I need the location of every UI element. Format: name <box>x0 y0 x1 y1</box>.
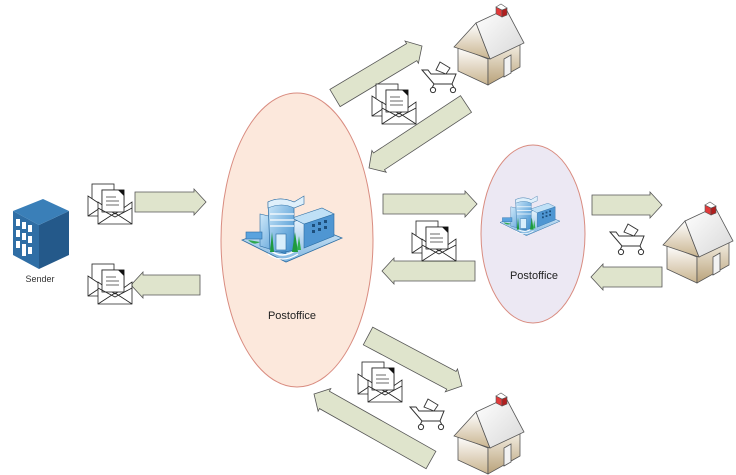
mail-cart-icon <box>409 398 445 431</box>
letters-icon <box>87 183 133 225</box>
letters-icon <box>87 263 133 305</box>
letters-icon <box>411 220 457 262</box>
house-top-icon <box>453 3 525 86</box>
letters-icon <box>371 83 417 125</box>
arrow-house-right-to-relay <box>590 262 663 292</box>
sender-building-icon <box>13 199 69 269</box>
mail-cart-icon <box>609 223 645 256</box>
letters-icon <box>357 361 403 403</box>
house-right-icon <box>662 201 734 284</box>
arrow-house-top-to-postoffice <box>368 95 473 173</box>
relay-postoffice-ellipse <box>480 144 586 324</box>
arrow-postoffice-to-house-bottom <box>362 326 463 393</box>
sender-label: Sender <box>25 274 55 284</box>
house-bottom-icon <box>453 392 525 475</box>
arrow-postoffice-to-relay <box>382 189 478 219</box>
arrow-house-bottom-to-postoffice <box>313 387 437 470</box>
arrow-sender-to-postoffice <box>134 187 207 217</box>
arrow-relay-to-postoffice <box>381 256 476 286</box>
arrow-postoffice-to-house-top <box>329 40 423 108</box>
main-postoffice-label: Postoffice <box>267 310 317 322</box>
mail-cart-icon <box>421 61 457 94</box>
arrow-relay-to-house-right <box>591 190 663 220</box>
relay-postoffice-label: Postoffice <box>509 270 559 282</box>
arrow-postoffice-to-sender <box>130 270 201 300</box>
